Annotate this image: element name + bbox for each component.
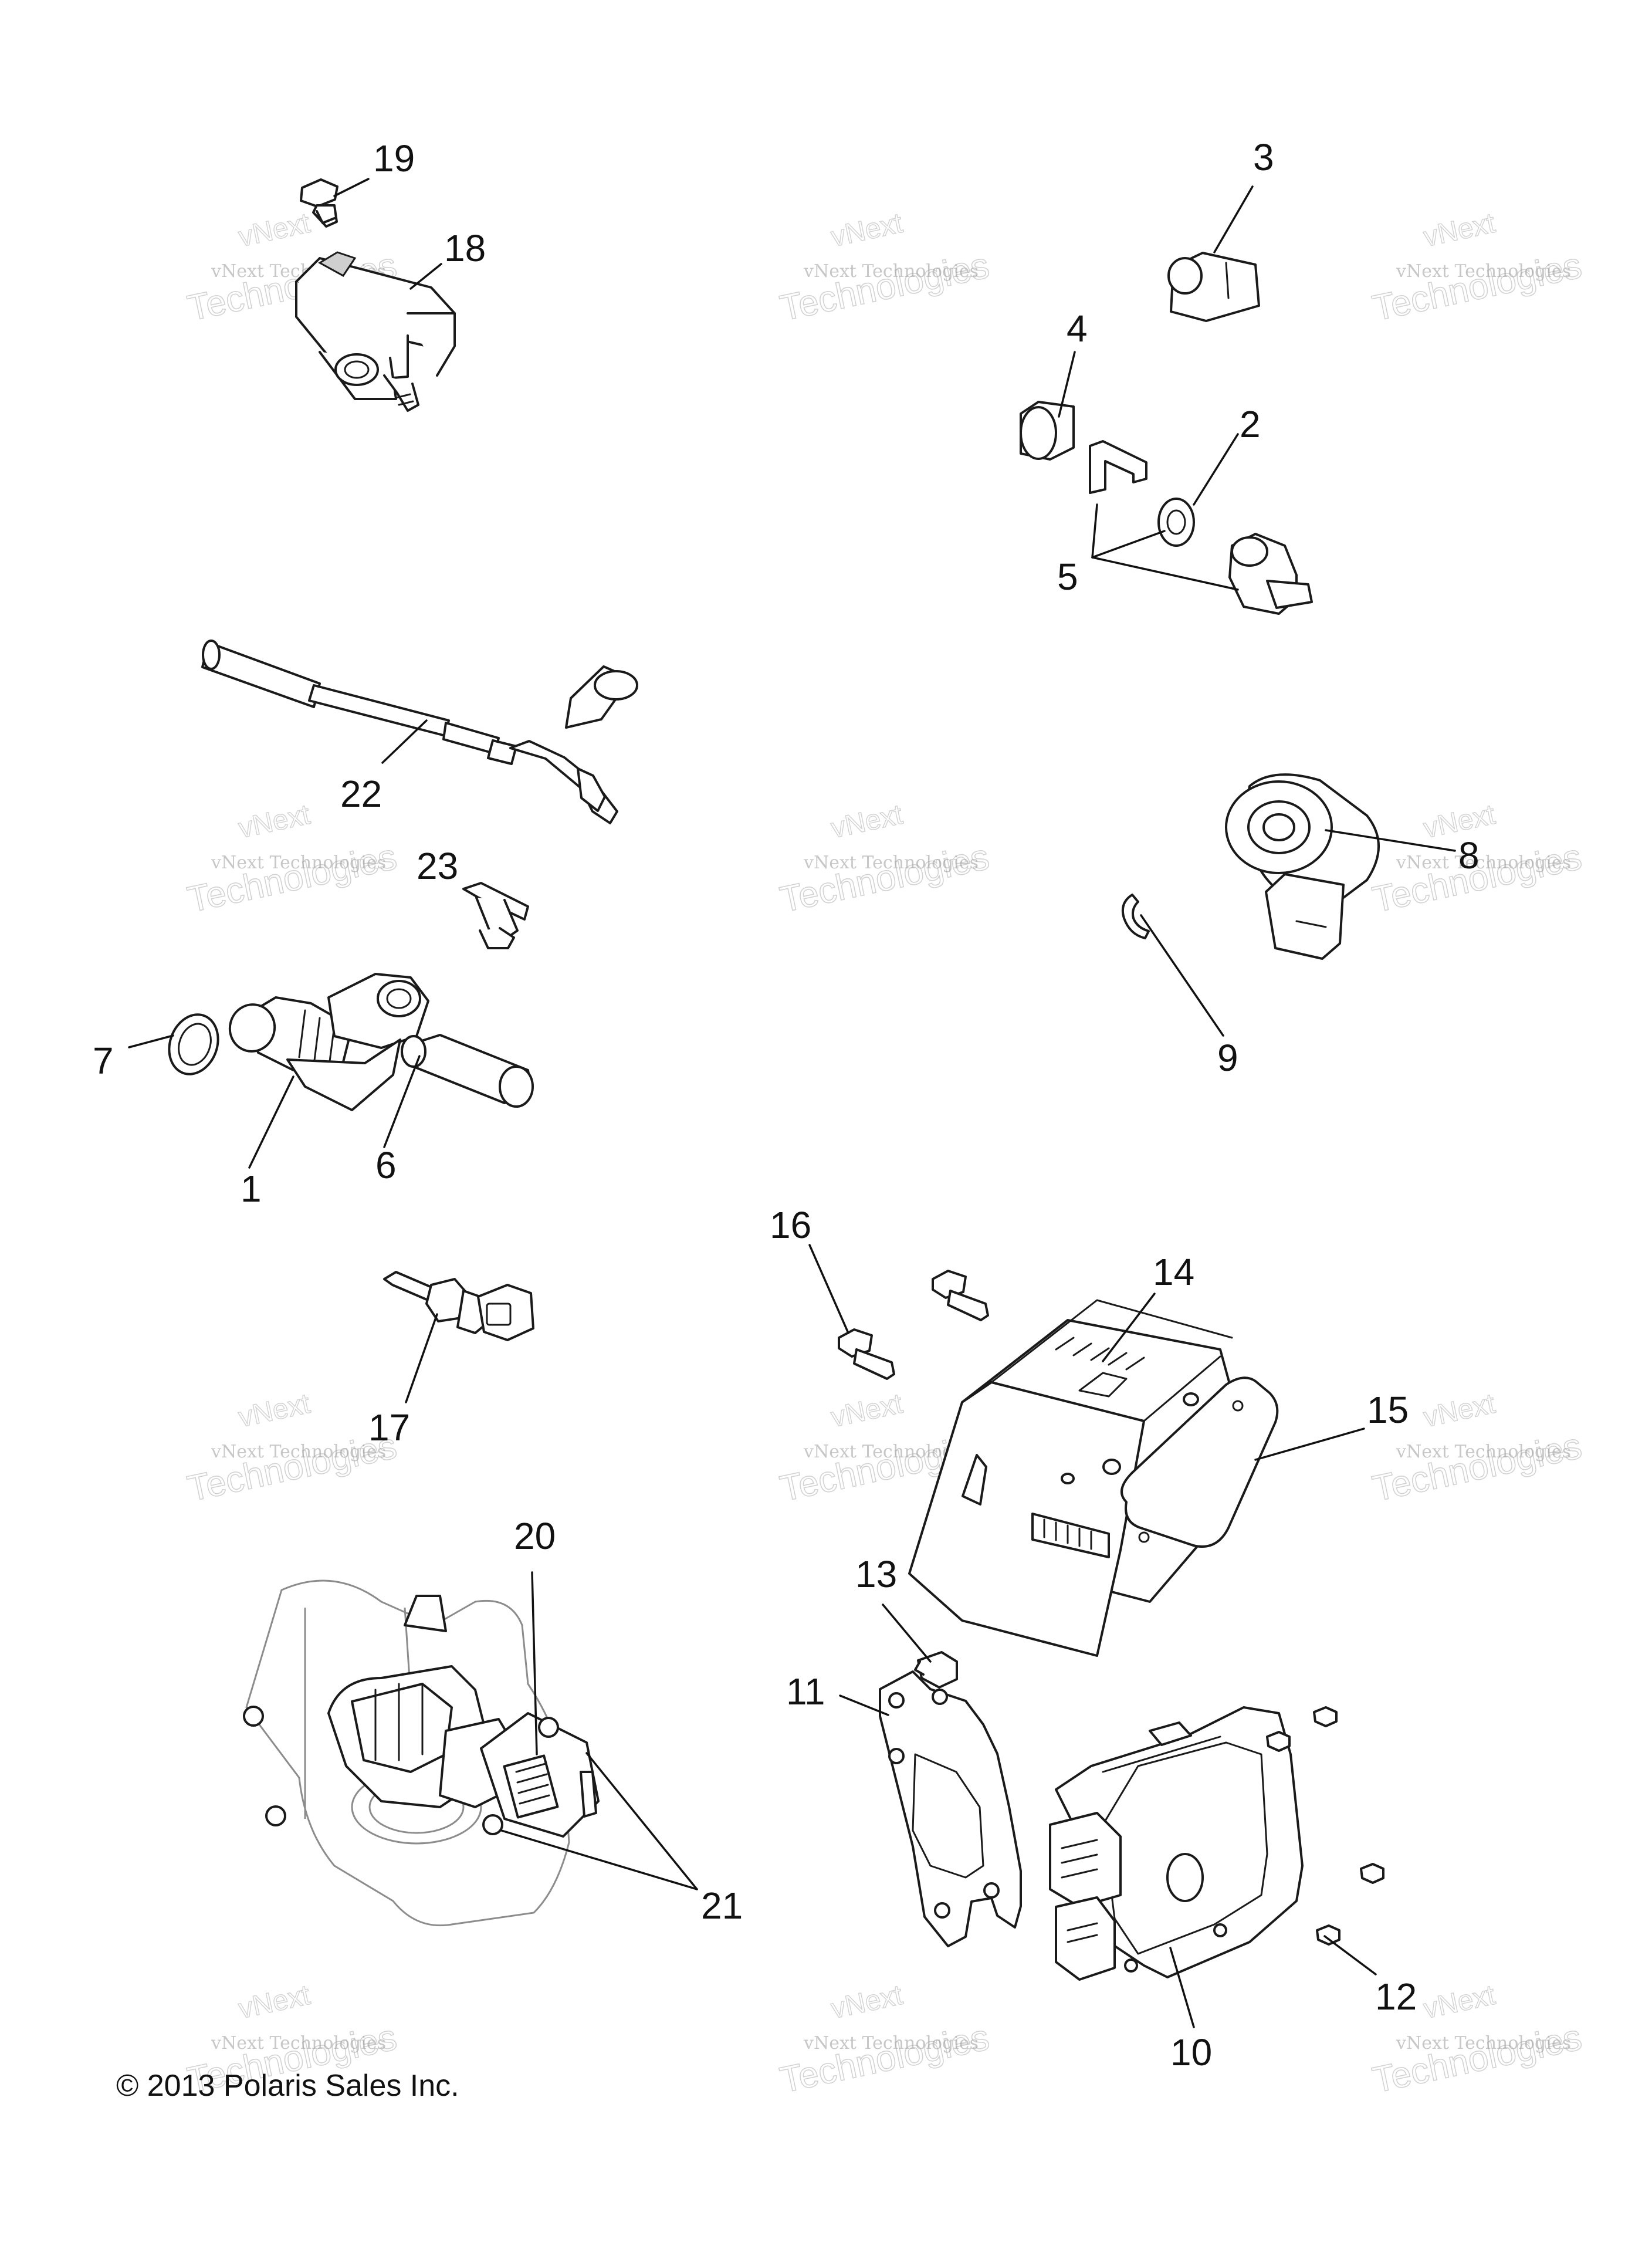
part-22-speed-sensor[interactable]	[201, 640, 638, 824]
part-13-screw[interactable]	[914, 1651, 958, 1689]
part-5-pressure-switch[interactable]	[1228, 533, 1313, 615]
watermark-text: vNext Technologies	[1396, 261, 1571, 282]
copyright-text: © 2013 Polaris Sales Inc.	[116, 2069, 459, 2103]
part-18-map-sensor[interactable]	[295, 251, 456, 412]
svg-text:Technologies: Technologies	[184, 837, 400, 921]
part-6-bushing[interactable]	[401, 1034, 534, 1108]
svg-text:Technologies: Technologies	[1369, 1426, 1585, 1510]
callout-20: 20	[514, 1515, 556, 1557]
callout-2: 2	[1240, 403, 1261, 445]
watermark-text: vNext Technologies	[211, 1442, 386, 1462]
watermark-text: vNext Technologies	[211, 2033, 386, 2054]
part-11-bracket[interactable]	[879, 1670, 1022, 1947]
part-17-temp-sensor[interactable]	[383, 1271, 534, 1341]
svg-text:vNext: vNext	[236, 208, 313, 253]
part-19-bolt[interactable]	[300, 178, 338, 228]
callout-3: 3	[1253, 136, 1274, 178]
watermark-text: vNext Technologies	[1396, 1442, 1571, 1462]
watermark: vNext Technologies	[776, 207, 993, 329]
part-9-clip[interactable]	[1121, 894, 1150, 939]
watermark-text: vNext Technologies	[211, 853, 386, 873]
part-12-screws[interactable]	[1266, 1706, 1384, 1946]
svg-text:Technologies: Technologies	[777, 245, 993, 329]
callout-8: 8	[1458, 834, 1480, 877]
callout-7: 7	[93, 1040, 114, 1082]
callout-10: 10	[1170, 2031, 1212, 2073]
callout-15: 15	[1367, 1389, 1409, 1431]
watermark-text: vNext Technologies	[1396, 853, 1571, 873]
callout-4: 4	[1067, 307, 1088, 350]
watermark: vNext Technologies	[1369, 207, 1586, 329]
part-3-plug[interactable]	[1167, 252, 1260, 322]
svg-text:vNext: vNext	[828, 208, 905, 253]
svg-text:vNext: vNext	[1421, 1980, 1498, 2025]
part-2-washer[interactable]	[1157, 498, 1195, 547]
callout-16: 16	[770, 1204, 811, 1246]
part-7-o-ring[interactable]	[161, 1007, 226, 1081]
callout-11: 11	[786, 1670, 825, 1713]
watermark: vNext Technologies	[184, 1388, 401, 1510]
svg-text:vNext: vNext	[828, 1388, 905, 1433]
callout-21: 21	[701, 1885, 743, 1927]
part-23-bolt[interactable]	[462, 882, 529, 949]
part-16-screw-2[interactable]	[932, 1270, 989, 1321]
svg-text:Technologies: Technologies	[184, 1426, 400, 1510]
watermark: vNext Technologies	[776, 1979, 993, 2101]
svg-text:Technologies: Technologies	[1369, 245, 1585, 329]
watermark-text: vNext Technologies	[1396, 2033, 1571, 2054]
part-4-cap[interactable]	[1020, 401, 1075, 461]
leader-lines	[128, 178, 1456, 2028]
callout-numbers: 19 18 3 4 2 5 22 23 8 9 7 1 6 17 16 14 1…	[93, 136, 1480, 2073]
callout-6: 6	[375, 1144, 397, 1186]
callout-18: 18	[444, 227, 486, 269]
svg-text:vNext: vNext	[828, 1980, 905, 2025]
svg-text:vNext: vNext	[236, 1980, 313, 2025]
callout-5: 5	[1057, 556, 1078, 598]
part-20-throttle-body[interactable]	[243, 1579, 600, 1927]
callout-23: 23	[417, 845, 458, 887]
svg-text:Technologies: Technologies	[1369, 2017, 1585, 2101]
watermark-text: vNext Technologies	[803, 261, 979, 282]
part-16-screw[interactable]	[838, 1328, 895, 1380]
svg-text:vNext: vNext	[236, 1388, 313, 1433]
callout-12: 12	[1375, 1975, 1417, 2018]
part-8-knock-sensor[interactable]	[1225, 773, 1380, 960]
callout-17: 17	[368, 1406, 410, 1449]
svg-text:Technologies: Technologies	[777, 2017, 993, 2101]
watermark-text: vNext Technologies	[803, 853, 979, 873]
svg-text:vNext: vNext	[828, 799, 905, 844]
part-10-ecu[interactable]	[1049, 1706, 1304, 1981]
callout-13: 13	[855, 1553, 897, 1595]
callout-1: 1	[241, 1168, 262, 1210]
part-1-cam-sensor[interactable]	[225, 973, 429, 1111]
watermark-text: vNext Technologies	[803, 2033, 979, 2054]
watermark: vNext Technologies	[776, 799, 993, 921]
svg-text:vNext: vNext	[1421, 1388, 1498, 1433]
part-15-gasket[interactable]	[1120, 1376, 1279, 1548]
callout-14: 14	[1153, 1251, 1194, 1293]
part-5-bracket[interactable]	[1089, 440, 1147, 494]
callout-19: 19	[373, 137, 415, 180]
callout-9: 9	[1217, 1037, 1238, 1079]
callout-22: 22	[340, 773, 382, 815]
svg-text:Technologies: Technologies	[777, 837, 993, 921]
svg-text:vNext: vNext	[1421, 208, 1498, 253]
svg-text:vNext: vNext	[236, 799, 313, 844]
